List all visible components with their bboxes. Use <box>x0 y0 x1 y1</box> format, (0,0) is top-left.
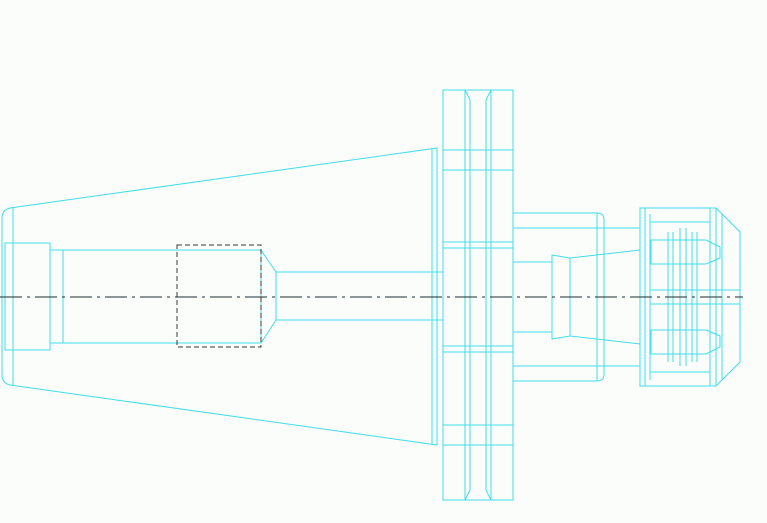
flange <box>442 89 514 501</box>
collet-nut <box>639 207 741 387</box>
hidden-feature <box>176 244 262 348</box>
